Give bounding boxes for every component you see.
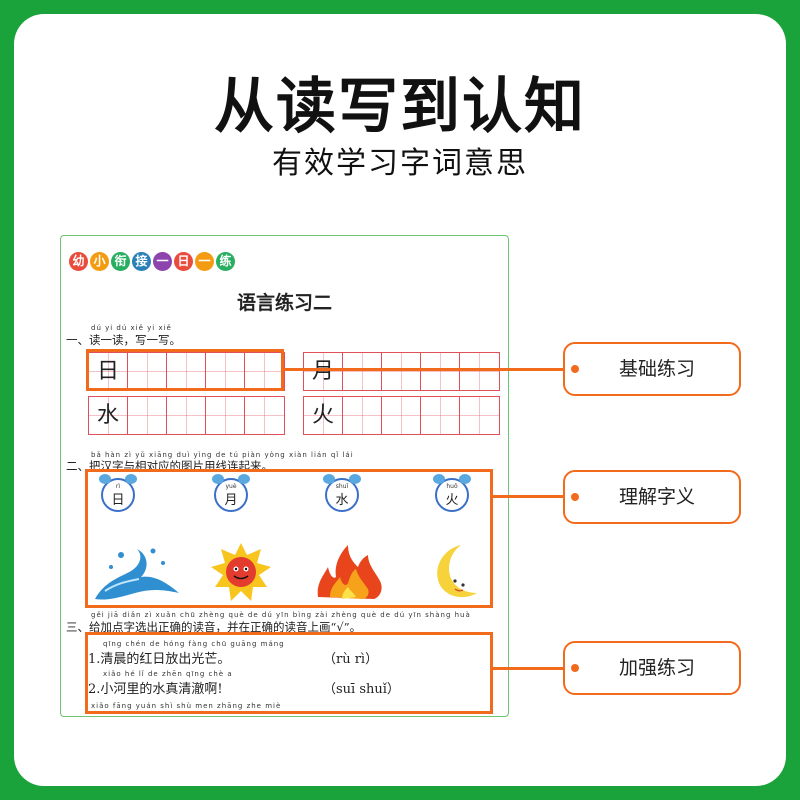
grid-cell xyxy=(382,397,421,434)
label-basic-practice[interactable]: 基础练习 xyxy=(563,342,741,396)
model-char: 日 xyxy=(96,359,119,384)
clock-card-huo[interactable]: huǒ 火 xyxy=(433,474,471,512)
clock-card-shui[interactable]: shuǐ 水 xyxy=(323,474,361,512)
bullet-dot xyxy=(571,365,579,373)
label-text: 基础练习 xyxy=(618,358,695,380)
badge-char: 一 xyxy=(195,252,214,271)
clock-char: 日 xyxy=(111,493,125,508)
model-char: 水 xyxy=(96,403,119,428)
clock-pinyin: yuè xyxy=(225,483,237,490)
grid-cell: 火 xyxy=(304,397,343,434)
grid-cell: 水 xyxy=(89,397,128,434)
page-title: 从读写到认知 xyxy=(214,72,586,142)
grid-cell xyxy=(343,397,382,434)
writing-grid-huo[interactable]: 火 xyxy=(303,396,500,435)
worksheet-title: 语言练习二 xyxy=(236,292,332,314)
highlight-understand-meaning xyxy=(85,469,493,608)
badge-char: 练 xyxy=(216,252,235,271)
q3-item2-pinyin: xiǎo hé lǐ de zhēn qīng chè a xyxy=(103,670,233,678)
clock-pinyin: rì xyxy=(115,483,121,490)
page-subtitle: 有效学习字词意思 xyxy=(272,146,528,181)
q3-text: 三、给加点字选出正确的读音，并在正确的读音上画“√”。 xyxy=(66,620,362,634)
badge-char: 幼 xyxy=(69,252,88,271)
highlight-basic-practice xyxy=(86,349,284,391)
q1-pinyin: dú yi dú xiě yi xiě xyxy=(91,324,172,332)
badge-char: 小 xyxy=(90,252,109,271)
grid-cell xyxy=(421,397,460,434)
grid-cell: 日 xyxy=(89,353,128,390)
q2-pinyin: bǎ hàn zì yǔ xiāng duì yìng de tú piàn y… xyxy=(91,451,354,459)
grid-cell xyxy=(128,353,167,390)
grid-cell xyxy=(382,353,421,390)
model-char: 月 xyxy=(311,359,334,384)
label-text: 加强练习 xyxy=(618,657,695,679)
grid-cell xyxy=(167,397,206,434)
grid-cell xyxy=(343,353,382,390)
connector-line xyxy=(283,368,568,371)
bullet-dot xyxy=(571,664,579,672)
q3-item3-pinyin: xiǎo fāng yuán shì shù men zhāng zhe miè xyxy=(91,702,282,710)
q3-item1-sentence: 1.清晨的红日放出光芒。 xyxy=(88,652,231,667)
sun-icon[interactable] xyxy=(209,541,273,603)
badge-char: 接 xyxy=(132,252,151,271)
q3-item2-sentence: 2.小河里的水真清澈啊! xyxy=(88,682,223,697)
bullet-dot xyxy=(571,493,579,501)
connector-line xyxy=(492,667,568,670)
grid-cell xyxy=(167,353,206,390)
grid-cell xyxy=(421,353,460,390)
water-splash-icon[interactable] xyxy=(91,541,183,603)
label-text: 理解字义 xyxy=(618,486,695,508)
q3-item1-options[interactable]: （rù rì） xyxy=(323,652,379,667)
q3-item1-pinyin: qīng chén de hóng fàng chū guāng máng xyxy=(103,640,285,648)
model-char: 火 xyxy=(311,403,334,428)
series-badge: 幼 小 衔 接 一 日 一 练 xyxy=(69,252,235,271)
badge-char: 衔 xyxy=(111,252,130,271)
clock-char: 水 xyxy=(335,493,349,508)
clock-pinyin: huǒ xyxy=(446,483,458,490)
clock-card-yue[interactable]: yuè 月 xyxy=(212,474,250,512)
clock-card-ri[interactable]: rì 日 xyxy=(99,474,137,512)
clock-char: 月 xyxy=(224,493,238,508)
badge-char: 一 xyxy=(153,252,172,271)
connector-line xyxy=(492,495,568,498)
grid-cell xyxy=(128,397,167,434)
q1-text: 一、读一读，写一写。 xyxy=(66,333,181,347)
q3-pinyin: gěi jiā diǎn zì xuǎn chū zhèng què de dú… xyxy=(91,611,471,619)
grid-cell xyxy=(206,353,245,390)
label-reinforce-practice[interactable]: 加强练习 xyxy=(563,641,741,695)
moon-icon[interactable] xyxy=(421,541,483,603)
fire-icon[interactable] xyxy=(314,541,386,603)
clock-char: 火 xyxy=(445,493,459,508)
grid-cell xyxy=(245,353,284,390)
grid-cell: 月 xyxy=(304,353,343,390)
writing-grid-yue[interactable]: 月 xyxy=(303,352,500,391)
highlight-reinforce-practice xyxy=(85,632,493,714)
label-understand-meaning[interactable]: 理解字义 xyxy=(563,470,741,524)
badge-char: 日 xyxy=(174,252,193,271)
q3-item2-options[interactable]: （suī shuǐ） xyxy=(323,682,400,697)
grid-cell xyxy=(460,353,499,390)
worksheet: 幼 小 衔 接 一 日 一 练 语言练习二 dú yi dú xiě yi xi… xyxy=(60,235,509,717)
grid-cell xyxy=(206,397,245,434)
grid-cell xyxy=(245,397,284,434)
grid-cell xyxy=(460,397,499,434)
writing-grid-shui[interactable]: 水 xyxy=(88,396,285,435)
clock-pinyin: shuǐ xyxy=(335,483,349,490)
